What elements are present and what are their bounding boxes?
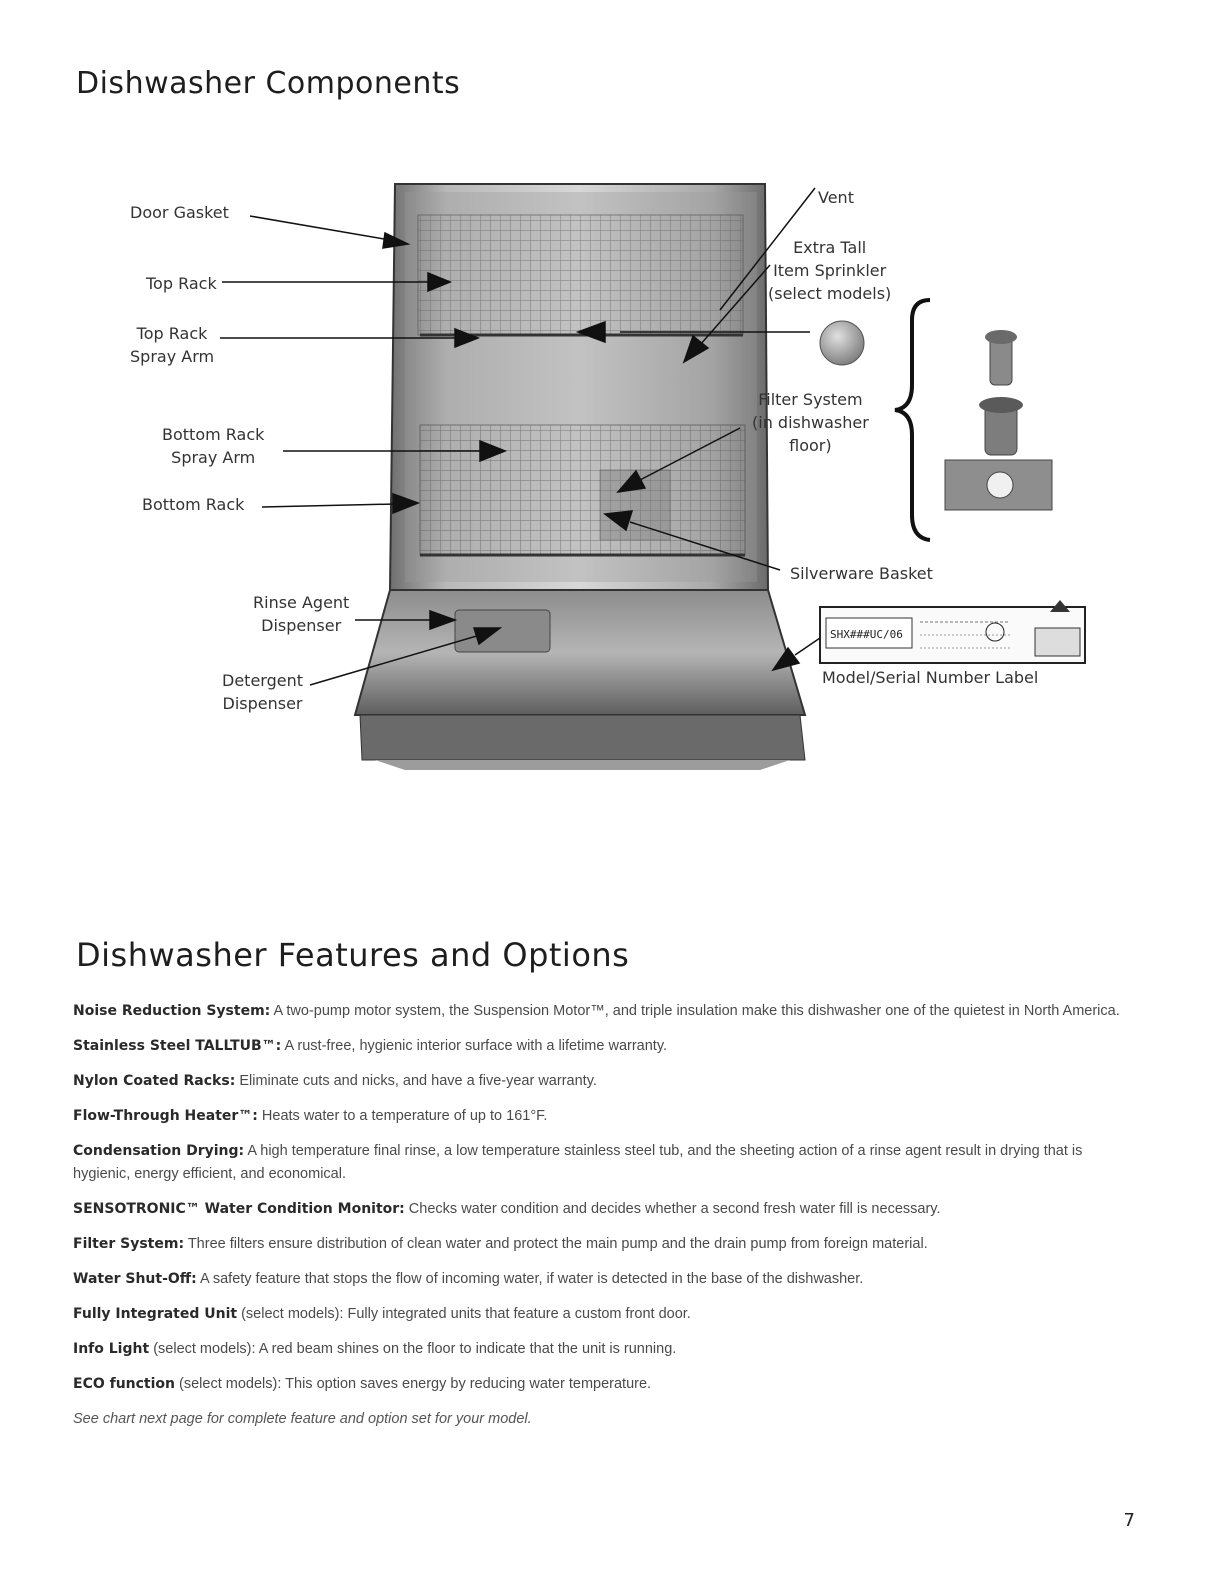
feature-term: Info Light: [73, 1341, 150, 1357]
feature-description: A two-pump motor system, the Suspension …: [270, 1003, 1120, 1019]
dishwasher-illustration: SHX###UC/06: [220, 183, 1086, 770]
feature-term: Nylon Coated Racks:: [73, 1073, 236, 1089]
label-detergent-dispenser: Detergent Dispenser: [222, 671, 303, 713]
feature-term: Water Shut-Off:: [73, 1271, 197, 1287]
components-diagram: SHX###UC/06 Door Gasket Top Rack: [0, 170, 1225, 790]
label-model-serial: Model/Serial Number Label: [822, 668, 1039, 687]
feature-description: (select models): A red beam shines on th…: [149, 1341, 677, 1357]
feature-term: Condensation Drying:: [73, 1143, 245, 1159]
label-bottom-rack: Bottom Rack: [142, 495, 245, 514]
feature-description: Eliminate cuts and nicks, and have a fiv…: [235, 1073, 597, 1089]
feature-term: ECO function: [73, 1376, 176, 1392]
feature-term: SENSOTRONIC™ Water Condition Monitor:: [73, 1201, 405, 1217]
feature-item: SENSOTRONIC™ Water Condition Monitor: Ch…: [73, 1198, 1123, 1221]
serial-label-icon: SHX###UC/06: [819, 600, 1086, 664]
feature-item: ECO function (select models): This optio…: [73, 1373, 1123, 1396]
label-silverware-basket: Silverware Basket: [790, 564, 933, 583]
feature-description: Heats water to a temperature of up to 16…: [257, 1108, 548, 1124]
page-number: 7: [1123, 1510, 1135, 1531]
label-door-gasket: Door Gasket: [130, 203, 229, 222]
leader-lines: [220, 187, 821, 686]
feature-item: Stainless Steel TALLTUB™: A rust-free, h…: [73, 1035, 1123, 1058]
feature-item: Fully Integrated Unit (select models): F…: [73, 1303, 1123, 1326]
feature-item: Condensation Drying: A high temperature …: [73, 1140, 1123, 1186]
feature-item: Water Shut-Off: A safety feature that st…: [73, 1268, 1123, 1291]
label-rinse-agent-dispenser: Rinse Agent Dispenser: [253, 593, 350, 635]
feature-term: Flow-Through Heater™:: [73, 1108, 258, 1124]
brace-icon: [894, 298, 931, 542]
feature-item: Nylon Coated Racks: Eliminate cuts and n…: [73, 1070, 1123, 1093]
serial-sticker-text: SHX###UC/06: [830, 628, 903, 641]
components-title: Dishwasher Components: [76, 66, 461, 101]
feature-term: Stainless Steel TALLTUB™:: [73, 1038, 282, 1054]
open-door: [353, 589, 807, 770]
top-rack-drawing: [417, 214, 744, 337]
feature-item: Filter System: Three filters ensure dist…: [73, 1233, 1123, 1256]
label-filter-system: Filter System (in dishwasher floor): [752, 390, 869, 455]
feature-description: Checks water condition and decides wheth…: [404, 1201, 941, 1217]
features-list: Noise Reduction System: A two-pump motor…: [73, 1000, 1123, 1443]
feature-item: Info Light (select models): A red beam s…: [73, 1338, 1123, 1361]
feature-term: Filter System:: [73, 1236, 185, 1252]
feature-term: Fully Integrated Unit: [73, 1306, 238, 1322]
label-bottom-rack-spray-arm: Bottom Rack Spray Arm: [162, 425, 265, 467]
feature-note: See chart next page for complete feature…: [73, 1411, 532, 1427]
feature-description: A safety feature that stops the flow of …: [196, 1271, 864, 1287]
label-extra-tall-sprinkler: Extra Tall Item Sprinkler (select models…: [768, 238, 892, 303]
feature-description: (select models): This option saves energ…: [175, 1376, 652, 1392]
filter-parts-icon: [944, 330, 1053, 511]
feature-description: A rust-free, hygienic interior surface w…: [281, 1038, 668, 1054]
feature-description: A high temperature final rinse, a low te…: [73, 1143, 1083, 1182]
feature-description: Three filters ensure distribution of cle…: [184, 1236, 928, 1252]
feature-description: (select models): Fully integrated units …: [237, 1306, 691, 1322]
feature-item: Flow-Through Heater™: Heats water to a t…: [73, 1105, 1123, 1128]
label-top-rack-spray-arm: Top Rack Spray Arm: [130, 324, 215, 366]
bottom-rack-drawing: [419, 424, 746, 557]
sprinkler-ball-icon: [819, 320, 865, 366]
label-vent: Vent: [818, 188, 854, 207]
features-title: Dishwasher Features and Options: [76, 936, 630, 974]
feature-term: Noise Reduction System:: [73, 1003, 271, 1019]
label-top-rack: Top Rack: [146, 274, 217, 293]
feature-item: Noise Reduction System: A two-pump motor…: [73, 1000, 1123, 1023]
